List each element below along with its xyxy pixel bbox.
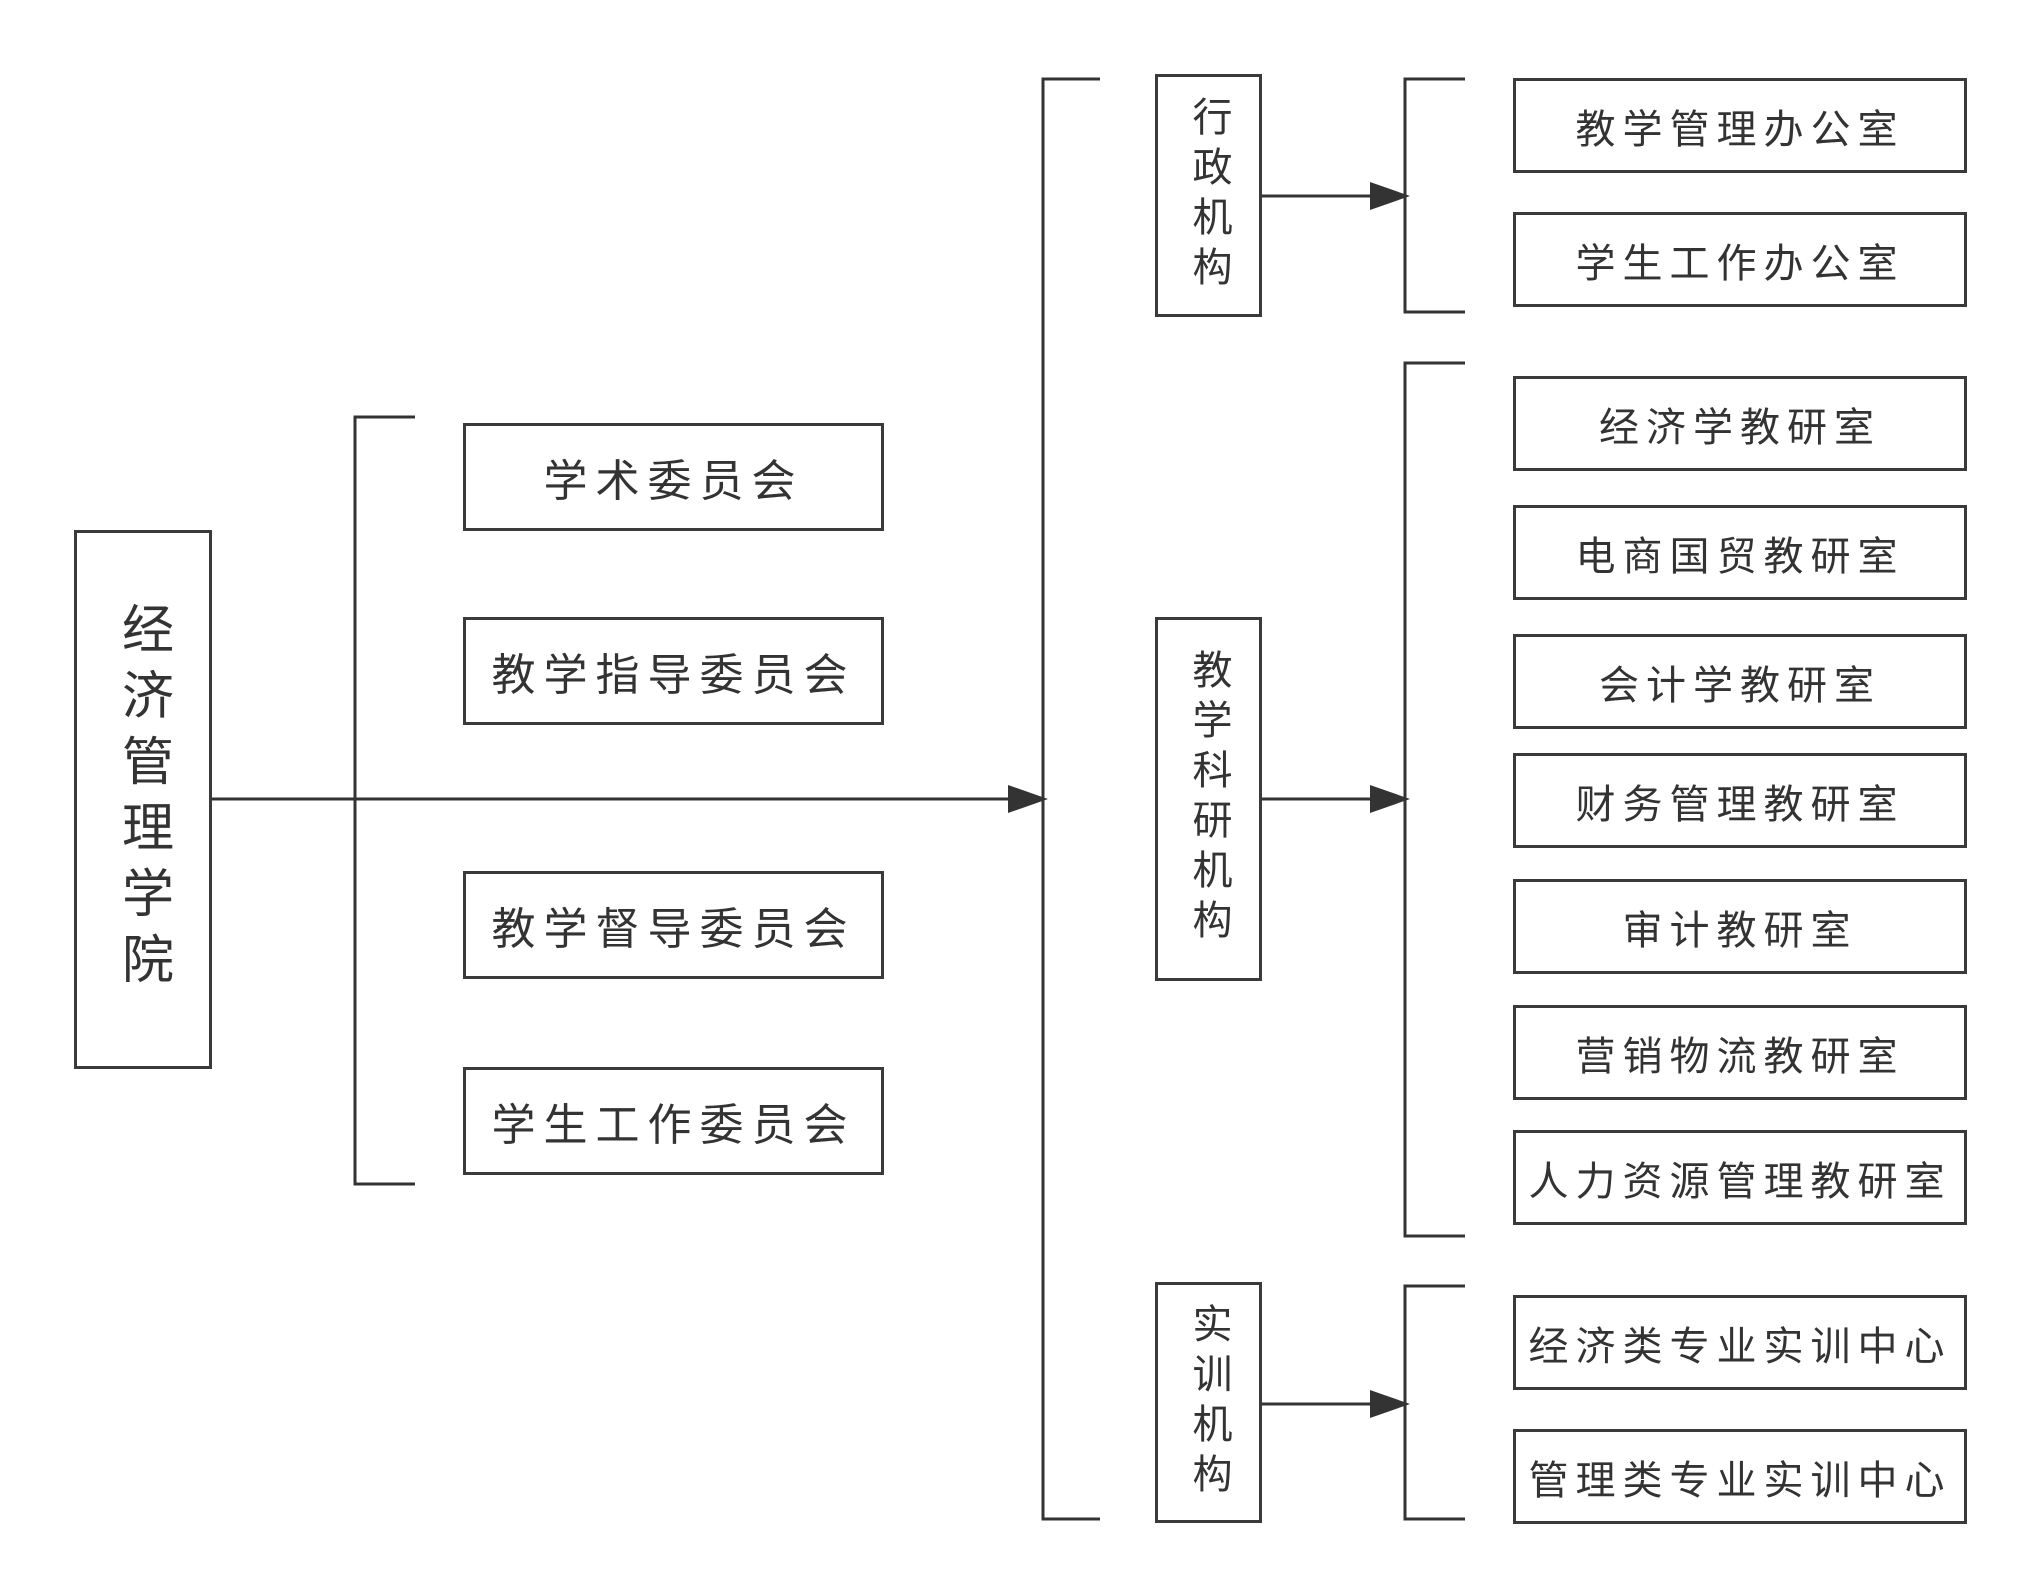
unit-accounting-dept: 会计学教研室 <box>1513 634 1967 729</box>
committee-label: 教学指导委员会 <box>491 650 856 701</box>
institution-label: 教学科研机构 <box>1185 649 1232 949</box>
unit-label: 人力资源管理教研室 <box>1528 1158 1952 1205</box>
admin-arrow-head <box>1370 182 1410 210</box>
unit-label: 电商国贸教研室 <box>1575 533 1905 580</box>
unit-label: 营销物流教研室 <box>1575 1033 1905 1080</box>
root-arrow-head <box>1008 785 1048 813</box>
unit-hr-management-dept: 人力资源管理教研室 <box>1513 1130 1967 1225</box>
institution-admin: 行政机构 <box>1155 74 1262 317</box>
unit-label: 管理类专业实训中心 <box>1528 1457 1952 1504</box>
unit-ecommerce-trade-dept: 电商国贸教研室 <box>1513 505 1967 600</box>
research-arrow-head <box>1370 785 1410 813</box>
root-node: 经济管理学院 <box>74 530 212 1069</box>
committee-label: 学生工作委员会 <box>491 1100 856 1151</box>
unit-economics-training-center: 经济类专业实训中心 <box>1513 1295 1967 1390</box>
research-bracket <box>1403 361 1465 1238</box>
unit-label: 学生工作办公室 <box>1575 240 1905 287</box>
unit-student-work-office: 学生工作办公室 <box>1513 212 1967 307</box>
committee-teaching-guidance: 教学指导委员会 <box>463 617 884 725</box>
unit-label: 经济学教研室 <box>1599 404 1881 451</box>
committee-label: 教学督导委员会 <box>491 904 856 955</box>
unit-teaching-management-office: 教学管理办公室 <box>1513 78 1967 173</box>
institution-teaching-research: 教学科研机构 <box>1155 617 1262 981</box>
unit-label: 审计教研室 <box>1622 907 1858 954</box>
admin-bracket <box>1403 77 1465 314</box>
unit-finance-management-dept: 财务管理教研室 <box>1513 753 1967 848</box>
unit-label: 经济类专业实训中心 <box>1528 1323 1952 1370</box>
unit-economics-dept: 经济学教研室 <box>1513 376 1967 471</box>
training-arrow-head <box>1370 1390 1410 1418</box>
training-bracket <box>1403 1284 1465 1521</box>
committee-label: 学术委员会 <box>543 456 804 507</box>
committee-student-work: 学生工作委员会 <box>463 1067 884 1175</box>
root-label: 经济管理学院 <box>112 601 173 998</box>
unit-marketing-logistics-dept: 营销物流教研室 <box>1513 1005 1967 1100</box>
unit-management-training-center: 管理类专业实训中心 <box>1513 1429 1967 1524</box>
institution-label: 实训机构 <box>1185 1302 1232 1503</box>
unit-label: 财务管理教研室 <box>1575 781 1905 828</box>
committee-academic: 学术委员会 <box>463 423 884 531</box>
institution-training: 实训机构 <box>1155 1282 1262 1523</box>
institutions-bracket <box>1041 77 1100 1521</box>
unit-audit-dept: 审计教研室 <box>1513 879 1967 974</box>
committee-teaching-supervision: 教学督导委员会 <box>463 871 884 979</box>
unit-label: 教学管理办公室 <box>1575 106 1905 153</box>
unit-label: 会计学教研室 <box>1599 662 1881 709</box>
institution-label: 行政机构 <box>1185 95 1232 296</box>
